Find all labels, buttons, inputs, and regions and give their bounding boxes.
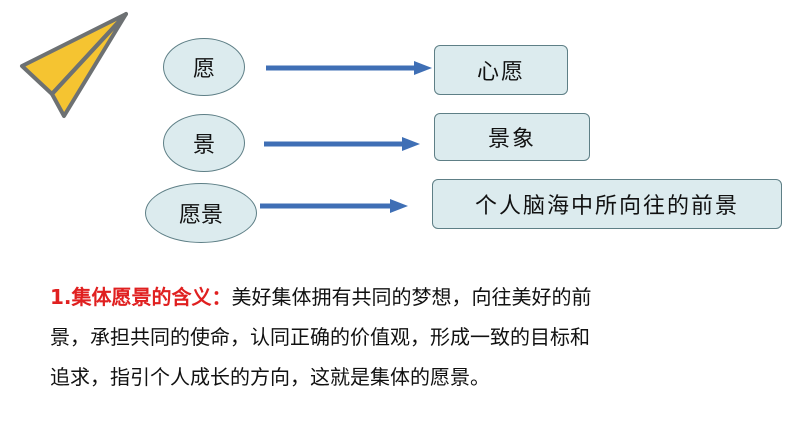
source-node-1: 愿	[163, 38, 245, 96]
target-node-3: 个人脑海中所向往的前景	[432, 179, 782, 229]
definition-paragraph: 1.集体愿景的含义：美好集体拥有共同的梦想，向往美好的前 景，承担共同的使命，认…	[50, 277, 690, 397]
source-label-2: 景	[192, 133, 215, 158]
definition-line-1: 1.集体愿景的含义：美好集体拥有共同的梦想，向往美好的前	[50, 277, 690, 317]
target-node-2: 景象	[434, 113, 590, 161]
source-node-2: 景	[163, 114, 245, 172]
source-label-1: 愿	[192, 57, 215, 82]
definition-text-1: 美好集体拥有共同的梦想，向往美好的前	[231, 285, 592, 309]
paper-plane-icon	[20, 12, 128, 118]
arrow-1	[266, 61, 432, 75]
target-node-1: 心愿	[434, 45, 568, 95]
definition-line-3: 追求，指引个人成长的方向，这就是集体的愿景。	[50, 365, 490, 389]
arrow-3	[260, 199, 408, 213]
definition-term: 1.集体愿景的含义：	[50, 285, 232, 309]
source-node-3: 愿景	[145, 183, 257, 243]
target-label-2: 景象	[487, 127, 536, 152]
arrow-2	[264, 137, 420, 151]
source-label-3: 愿景	[178, 203, 223, 228]
definition-line-2: 景，承担共同的使命，认同正确的价值观，形成一致的目标和	[50, 325, 590, 349]
target-label-1: 心愿	[476, 60, 525, 85]
target-label-3: 个人脑海中所向往的前景	[474, 194, 739, 219]
